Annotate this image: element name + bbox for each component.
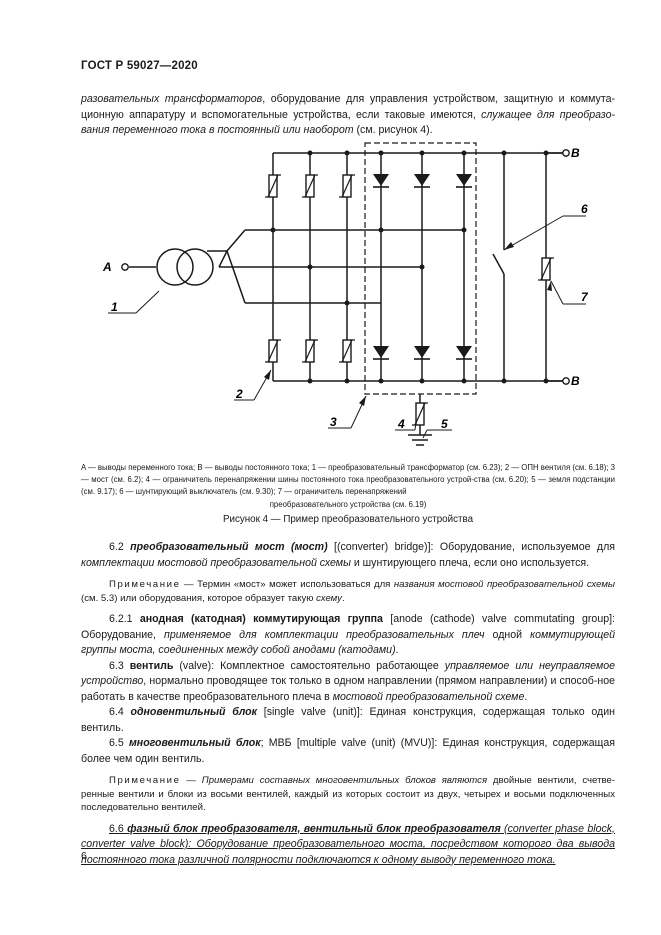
converter-circuit-diagram: A B B 1 2 3 4 5 6 7 (102, 142, 589, 446)
valve-diode-top-3 (455, 173, 473, 188)
label-5: 5 (441, 417, 448, 431)
section-6-6: 6.6 фазный блок преобразователя, вентиль… (81, 822, 616, 866)
note-2: Примечание — Примерами составных многове… (81, 775, 615, 813)
figure-legend: A — выводы переменного тока; B — выводы … (81, 463, 615, 509)
note-1: Примечание — Термин «мост» может использ… (81, 579, 615, 604)
valve-arrester-bottom-2 (301, 339, 319, 363)
valve-arrester-top-1 (264, 174, 282, 198)
figure-caption: Рисунок 4 — Пример преобразовательного у… (222, 514, 474, 525)
valve-arrester-bottom-3 (338, 339, 356, 363)
valve-diode-bottom-3 (455, 345, 473, 360)
document-header: ГОСТ Р 59027—2020 (81, 60, 198, 72)
converter-arrester (537, 257, 555, 281)
label-b-top: B (571, 146, 580, 160)
page-number: 6 (81, 850, 87, 862)
dc-bus-arrester (411, 402, 429, 426)
label-b-bottom: B (571, 374, 580, 388)
valve-diode-bottom-2 (413, 345, 431, 360)
valve-diode-bottom-1 (372, 345, 390, 360)
label-3: 3 (330, 415, 337, 429)
intro-paragraph: разовательных трансформаторов, оборудова… (81, 93, 616, 136)
label-4: 4 (397, 417, 405, 431)
valve-diode-top-2 (413, 173, 431, 188)
valve-arrester-bottom-1 (264, 339, 282, 363)
section-6-5: 6.5 многовентильный блок; МВБ [multiple … (81, 737, 615, 765)
section-6-4: 6.4 одновентильный блок [single valve (u… (81, 706, 616, 734)
section-6-2: 6.2 преобразовательный мост (мост) [(con… (81, 541, 615, 569)
label-2: 2 (235, 387, 243, 401)
label-1: 1 (111, 300, 118, 314)
valve-arrester-top-2 (301, 174, 319, 198)
section-6-3: 6.3 вентиль (valve): Комплектное самосто… (81, 659, 616, 703)
label-7: 7 (581, 290, 589, 304)
valve-arrester-top-3 (338, 174, 356, 198)
section-6-2-1: 6.2.1 анодная (катодная) коммутирующая г… (81, 613, 616, 656)
label-a: A (102, 260, 112, 274)
valve-diode-top-1 (372, 173, 390, 188)
definitions-body: 6.2 преобразовательный мост (мост) [(con… (81, 540, 615, 868)
label-6: 6 (581, 202, 588, 216)
